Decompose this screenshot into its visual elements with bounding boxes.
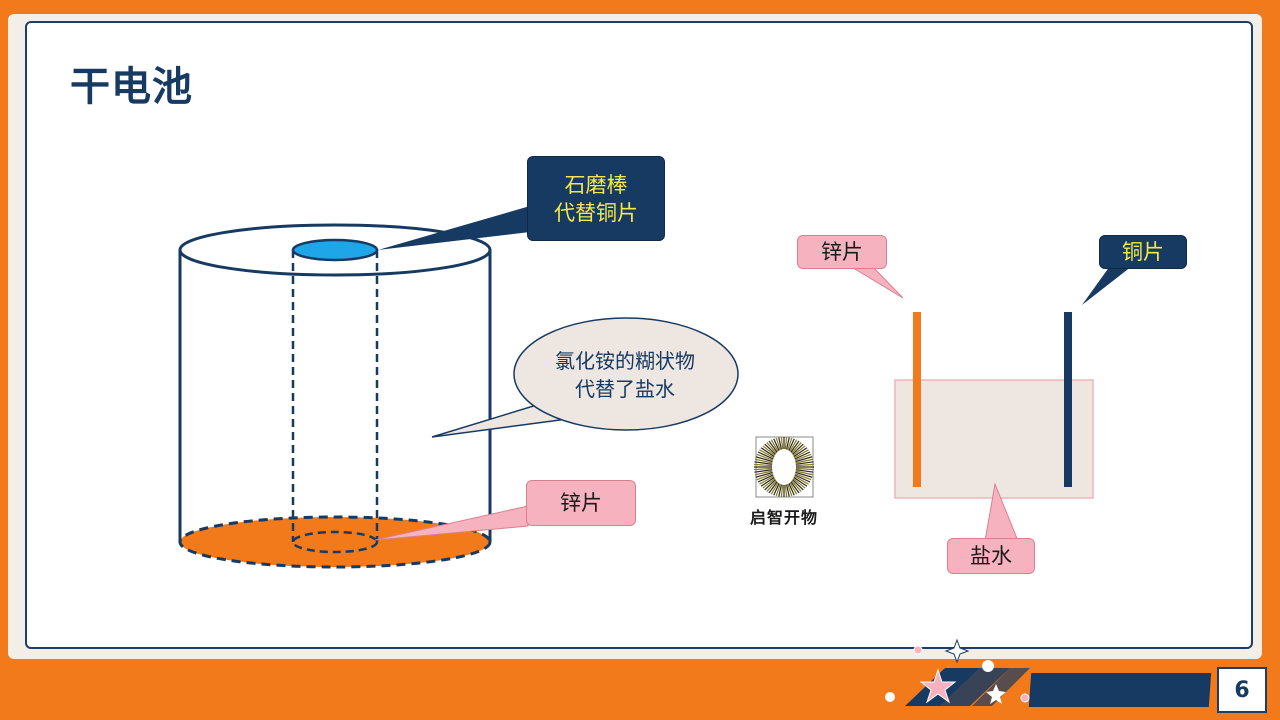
logo-ray	[759, 474, 777, 485]
graphite-rod-callout: 石磨棒 代替铜片	[527, 156, 665, 241]
logo-ray	[792, 472, 812, 481]
dry-cell-cylinder	[178, 223, 492, 569]
logo-ray	[760, 447, 777, 459]
logo-ray	[793, 470, 814, 476]
logo-ray	[762, 476, 778, 489]
logo-ray	[790, 445, 806, 458]
logo-ray	[791, 475, 808, 487]
logo-ray	[762, 445, 778, 458]
sparkle-icon	[944, 638, 970, 664]
logo-text: 启智开物	[749, 508, 818, 527]
brine-callout-text: 盐水	[970, 544, 1012, 568]
logo-ray	[754, 458, 775, 464]
logo-ray	[754, 470, 775, 476]
footer-bar	[1028, 673, 1212, 707]
logo-ray	[754, 463, 775, 467]
logo-ray	[791, 447, 808, 459]
logo-ray	[759, 449, 777, 460]
zinc-plate	[913, 312, 921, 487]
logo-ray	[791, 449, 809, 460]
logo-ray	[793, 468, 814, 473]
copper-pointer	[1082, 266, 1132, 305]
dry-cell-zinc-callout: 锌片	[526, 480, 636, 526]
paste-speech-bubble	[431, 317, 739, 438]
logo-ray	[793, 458, 814, 464]
logo-ray	[793, 467, 814, 471]
logo-ray	[793, 463, 814, 467]
dry-cell-zinc-callout-text: 锌片	[560, 491, 602, 515]
logo-ray	[756, 472, 776, 481]
logo-ray	[790, 443, 804, 457]
logo-ray	[754, 468, 775, 473]
paste-callout-text: 氯化铵的糊状物 代替了盐水	[555, 349, 695, 401]
logo-ray	[792, 453, 812, 462]
brine-container	[894, 379, 1094, 499]
simple-zinc-callout-text: 锌片	[821, 240, 863, 264]
logo-ray	[757, 451, 776, 461]
simple-zinc-callout: 锌片	[797, 235, 887, 269]
logo-ray	[755, 456, 775, 463]
logo-ray	[754, 461, 775, 466]
logo-ray	[764, 477, 778, 491]
brine-callout: 盐水	[947, 538, 1035, 574]
logo-ray	[756, 453, 776, 462]
slide-title: 干电池	[70, 64, 193, 110]
logo-ray	[791, 474, 809, 485]
star-icon	[919, 668, 957, 704]
logo-ray	[754, 467, 775, 471]
graphite-callout-pointer	[378, 206, 530, 250]
footer-decoration	[885, 638, 1030, 706]
logo-ray	[793, 471, 813, 478]
logo-ray	[760, 475, 777, 487]
logo-ray	[755, 471, 775, 478]
logo-ray	[792, 473, 811, 483]
page-number: 6	[1217, 667, 1267, 713]
copper-callout-text: 铜片	[1122, 240, 1164, 264]
copper-callout: 铜片	[1099, 235, 1187, 269]
logo-ray	[790, 476, 806, 489]
small-star-icon	[986, 684, 1006, 704]
simple-cell	[894, 312, 1094, 499]
logo-ray	[790, 477, 804, 491]
graphite-rod-top	[291, 238, 379, 262]
logo-ray	[764, 443, 778, 457]
copper-plate	[1064, 312, 1072, 487]
logo-ray	[793, 461, 814, 466]
logo-ray	[757, 473, 776, 483]
logo-ray	[793, 456, 813, 463]
simple-zinc-pointer	[848, 265, 904, 299]
logo-emblem	[754, 436, 814, 498]
graphite-rod-callout-text: 石磨棒 代替铜片	[554, 172, 638, 225]
logo-ray	[792, 451, 811, 461]
